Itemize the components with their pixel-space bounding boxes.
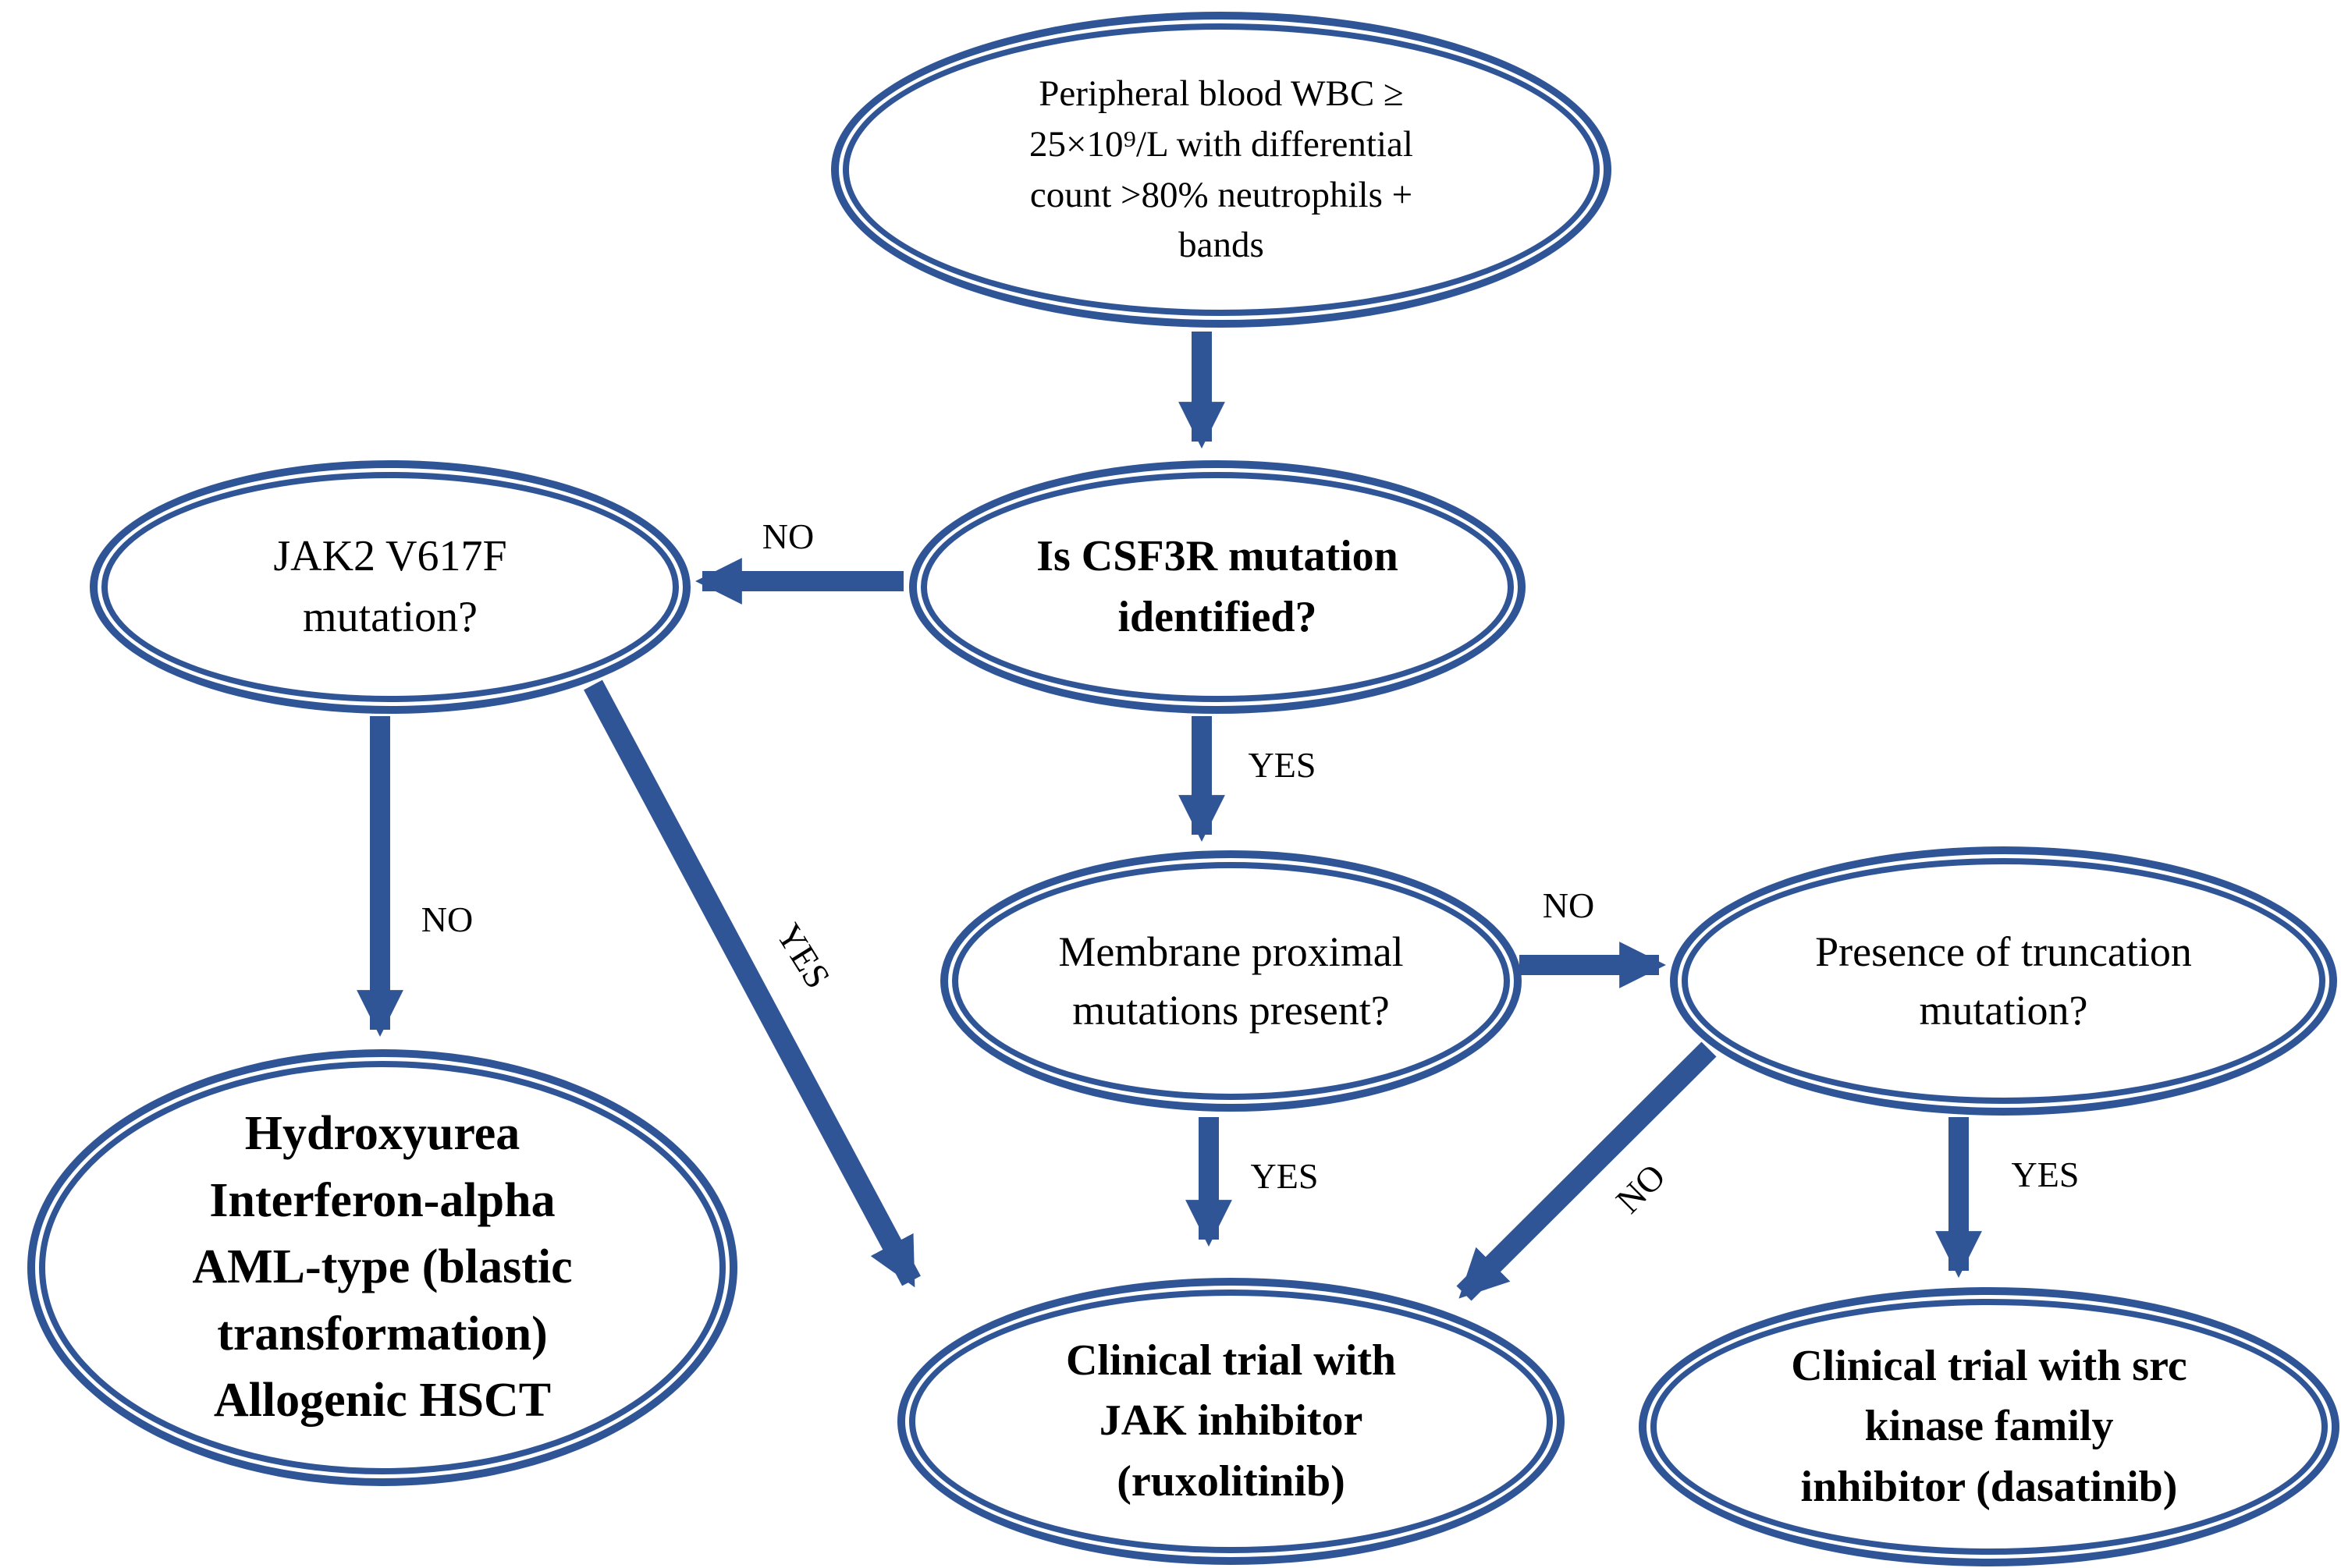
node-csf3r-mutation-question-label: Is CSF3R mutation identified?	[1036, 532, 1398, 641]
node-jak-inhibitor-trial: Clinical trial with JAK inhibitor (ruxol…	[897, 1278, 1565, 1565]
node-membrane-proximal-question-body: Membrane proximal mutations present?	[952, 862, 1510, 1100]
node-jak2-v617f-question-label: JAK2 V617F mutation?	[273, 532, 507, 641]
node-peripheral-blood-wbc-label: Peripheral blood WBC ≥ 25×10⁹/L with dif…	[1029, 73, 1413, 266]
node-truncation-mutation-question-label: Presence of truncation mutation?	[1815, 928, 2192, 1034]
node-csf3r-mutation-question-body: Is CSF3R mutation identified?	[921, 472, 1514, 702]
node-membrane-proximal-question: Membrane proximal mutations present?	[940, 850, 1522, 1112]
node-membrane-proximal-question-label: Membrane proximal mutations present?	[1058, 928, 1404, 1034]
node-src-kinase-inhibitor-trial: Clinical trial with src kinase family in…	[1639, 1287, 2339, 1566]
node-truncation-mutation-question: Presence of truncation mutation?	[1670, 846, 2337, 1116]
node-conventional-therapy-body: Hydroxyurea Interferon-alpha AML-type (b…	[39, 1061, 726, 1474]
node-jak2-v617f-question: JAK2 V617F mutation?	[90, 460, 691, 714]
node-jak2-v617f-question-body: JAK2 V617F mutation?	[101, 472, 679, 702]
node-jak-inhibitor-trial-body: Clinical trial with JAK inhibitor (ruxol…	[909, 1290, 1553, 1553]
node-jak-inhibitor-trial-label: Clinical trial with JAK inhibitor (ruxol…	[1065, 1336, 1397, 1506]
arrow-jak2-to-jak-inhibitor	[584, 679, 921, 1288]
node-peripheral-blood-wbc: Peripheral blood WBC ≥ 25×10⁹/L with dif…	[831, 12, 1611, 328]
edge-label-membrane-no: NO	[1543, 885, 1594, 925]
node-conventional-therapy: Hydroxyurea Interferon-alpha AML-type (b…	[27, 1049, 737, 1486]
node-csf3r-mutation-question: Is CSF3R mutation identified?	[909, 460, 1526, 714]
edge-label-membrane-yes: YES	[1251, 1156, 1319, 1196]
edge-label-csf3r-yes: YES	[1249, 745, 1316, 785]
node-peripheral-blood-wbc-body: Peripheral blood WBC ≥ 25×10⁹/L with dif…	[843, 23, 1600, 316]
node-truncation-mutation-question-body: Presence of truncation mutation?	[1682, 858, 2325, 1104]
edge-label-jak2-no: NO	[421, 899, 473, 939]
edge-label-csf3r-no: NO	[762, 516, 814, 556]
edge-label-truncation-yes: YES	[2012, 1155, 2080, 1194]
arrow-truncation-to-jak-inhibitor	[1456, 1041, 1717, 1301]
node-conventional-therapy-label: Hydroxyurea Interferon-alpha AML-type (b…	[192, 1107, 573, 1428]
edge-label-jak2-yes: YES	[769, 917, 838, 995]
node-src-kinase-inhibitor-trial-body: Clinical trial with src kinase family in…	[1650, 1299, 2328, 1555]
node-src-kinase-inhibitor-trial-label: Clinical trial with src kinase family in…	[1791, 1342, 2187, 1511]
edge-label-truncation-no: NO	[1608, 1156, 1673, 1221]
